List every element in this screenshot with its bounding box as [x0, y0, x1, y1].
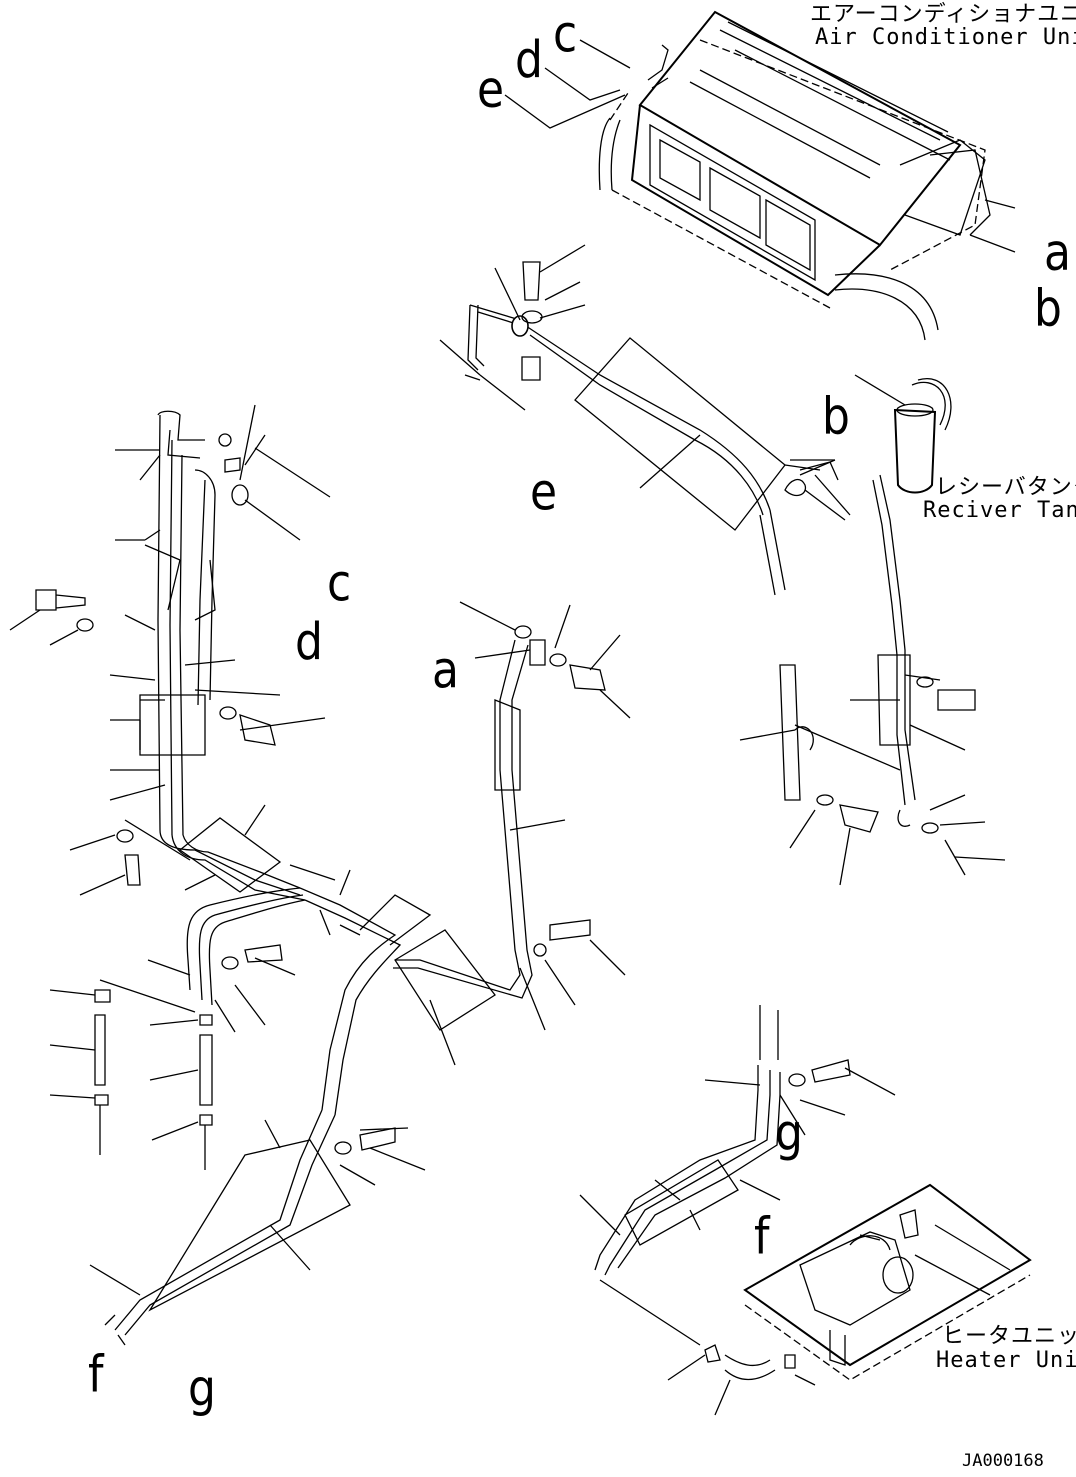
receiver-tank-en-label: Reciver Tank	[923, 498, 1076, 523]
heater-unit-jp-label: ヒータユニット	[942, 1324, 1076, 1349]
air-conditioner-unit-en-label: Air Conditioner Unit	[815, 25, 1076, 50]
ref-a-label-hose: a	[432, 642, 459, 701]
ref-f-label-heater: f	[754, 1208, 771, 1267]
heater-unit-en-label: Heater Unit	[936, 1348, 1076, 1373]
ac-unit-ref-leaders: c d e a b	[477, 6, 1071, 338]
middle-hose-a: a	[393, 601, 631, 1066]
upper-middle-hose: e	[439, 244, 846, 596]
ref-c-label: c	[553, 6, 577, 65]
receiver-tank-jp-label: レシーバタンク	[935, 475, 1076, 500]
ref-d-label: d	[515, 31, 543, 90]
air-conditioner-unit-jp-label: エアーコンディショナユニット	[810, 2, 1076, 27]
ref-b-label-ac: b	[1034, 280, 1062, 339]
ref-g-label-left: g	[188, 1359, 216, 1418]
ref-d-label-left: d	[295, 613, 323, 672]
ref-a-label-ac: a	[1044, 224, 1071, 283]
drawing-number: JA000168	[962, 1451, 1044, 1471]
ref-b-label-tank: b	[822, 388, 850, 447]
ref-f-label-left: f	[88, 1346, 105, 1405]
heater-unit-drawing: f g ヒータユニット Heater Unit	[579, 1005, 1076, 1416]
air-conditioner-unit-drawing: エアーコンディショナユニット Air Conditioner Unit	[598, 2, 1076, 341]
left-hose-bundle: c d	[9, 404, 432, 1418]
ref-g-label-heater: g	[775, 1104, 803, 1163]
ref-e-label: e	[477, 61, 504, 120]
ref-e-label-hose: e	[530, 464, 557, 523]
ref-c-label-left: c	[327, 554, 351, 613]
receiver-tank-drawing: b レシーバタンク Reciver Tank	[739, 374, 1076, 886]
